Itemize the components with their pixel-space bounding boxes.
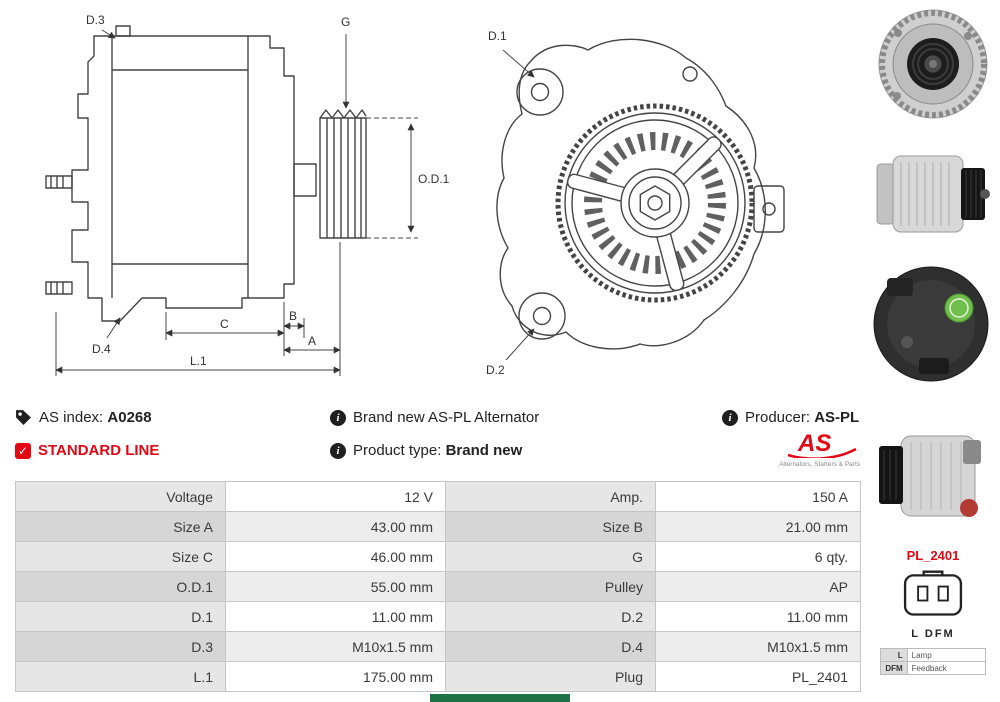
spec-value: 12 V xyxy=(225,481,446,512)
product-type-value: Brand new xyxy=(445,442,523,459)
spec-row-l1: L.1 175.00 mm Plug PL_2401 xyxy=(15,661,861,692)
dim-label-l1: L.1 xyxy=(190,354,207,368)
spec-label: Size A xyxy=(15,511,226,542)
spec-label: L.1 xyxy=(15,661,226,692)
spec-value: 43.00 mm xyxy=(225,511,446,542)
spec-label: D.4 xyxy=(445,631,656,662)
spec-row-od1: O.D.1 55.00 mm Pulley AP xyxy=(15,571,861,602)
plug-code: PL_2401 xyxy=(906,548,960,563)
plug-legend-row: DFM Feedback xyxy=(880,661,986,675)
plug-legend-row: L Lamp xyxy=(880,648,986,662)
spec-label: D.3 xyxy=(15,631,226,662)
spec-row-d3: D.3 M10x1.5 mm D.4 M10x1.5 mm xyxy=(15,631,861,662)
spec-value: M10x1.5 mm xyxy=(655,631,861,662)
product-photo-side[interactable] xyxy=(867,138,999,250)
product-photo-column: PL_2401 L DFM L Lamp DFM Feedback xyxy=(866,0,1000,702)
product-photo-side-alt[interactable] xyxy=(867,412,999,544)
dim-label-b: B xyxy=(289,309,297,323)
producer: i Producer: AS-PL xyxy=(722,409,860,426)
spec-row-d1: D.1 11.00 mm D.2 11.00 mm xyxy=(15,601,861,632)
as-index-label: AS index: xyxy=(39,409,104,426)
spec-value: 11.00 mm xyxy=(655,601,861,632)
spec-row-size-a: Size A 43.00 mm Size B 21.00 mm xyxy=(15,511,861,542)
info-icon: i xyxy=(722,409,738,426)
info-row-2: ✓ STANDARD LINE i Product type: Brand ne… xyxy=(15,430,860,469)
as-index: AS index: A0268 xyxy=(15,409,330,426)
plug-legend-key: DFM xyxy=(880,661,908,675)
spec-table: Voltage 12 V Amp. 150 A Size A 43.00 mm … xyxy=(15,481,861,692)
dim-label-d2: D.2 xyxy=(486,363,505,377)
brand-logo-cell: AS Alternators, Starters & Parts xyxy=(722,430,860,469)
spec-value: 46.00 mm xyxy=(225,541,446,572)
spec-label: Amp. xyxy=(445,481,656,512)
product-line-label: STANDARD LINE xyxy=(38,442,160,459)
spec-label: Pulley xyxy=(445,571,656,602)
product-line: ✓ STANDARD LINE xyxy=(15,442,330,459)
spec-label: Size C xyxy=(15,541,226,572)
spec-row-size-c: Size C 46.00 mm G 6 qty. xyxy=(15,541,861,572)
front-view-technical-drawing: D.1 D.2 xyxy=(458,10,808,394)
plug-legend-desc: Feedback xyxy=(906,661,986,675)
alternator-front-outline xyxy=(496,38,785,350)
dimension-leaders xyxy=(502,49,535,361)
spec-row-voltage: Voltage 12 V Amp. 150 A xyxy=(15,481,861,512)
dim-label-a: A xyxy=(308,334,316,348)
plug-legend-key: L xyxy=(880,648,908,662)
spec-label: Voltage xyxy=(15,481,226,512)
dimension-lines xyxy=(55,29,418,376)
spec-value: 6 qty. xyxy=(655,541,861,572)
producer-value: AS-PL xyxy=(814,409,860,426)
dim-label-d3: D.3 xyxy=(86,13,105,27)
side-view-technical-drawing: D.3 G O.D.1 D.4 C B A L.1 xyxy=(8,6,458,398)
dim-label-g: G xyxy=(341,15,350,29)
bottom-strip xyxy=(430,694,570,702)
asp-logo-mark: AS xyxy=(787,430,857,461)
product-photo-rear[interactable] xyxy=(867,256,999,392)
dim-label-d4: D.4 xyxy=(92,342,111,356)
spec-label: D.2 xyxy=(445,601,656,632)
spec-value: 21.00 mm xyxy=(655,511,861,542)
asp-logo-tagline: Alternators, Starters & Parts xyxy=(779,461,860,469)
dim-label-c: C xyxy=(220,317,229,331)
spec-value: PL_2401 xyxy=(655,661,861,692)
producer-label: Producer: xyxy=(745,409,811,426)
product-info-bar: AS index: A0268 i Brand new AS-PL Altern… xyxy=(15,401,860,469)
spec-label: Plug xyxy=(445,661,656,692)
product-type-label: Product type: xyxy=(353,442,442,459)
asp-logo-text: AS xyxy=(797,432,831,457)
spec-label: D.1 xyxy=(15,601,226,632)
plug-section: PL_2401 L DFM L Lamp DFM Feedback xyxy=(866,548,1000,675)
spec-label: Size B xyxy=(445,511,656,542)
checkbox-icon: ✓ xyxy=(15,442,31,459)
tag-icon xyxy=(15,409,32,426)
spec-label: G xyxy=(445,541,656,572)
asp-logo: AS Alternators, Starters & Parts xyxy=(779,430,860,469)
plug-legend-desc: Lamp xyxy=(906,648,986,662)
product-photo-front[interactable] xyxy=(867,2,999,130)
info-row-1: AS index: A0268 i Brand new AS-PL Altern… xyxy=(15,401,860,434)
spec-value: 175.00 mm xyxy=(225,661,446,692)
product-type: i Product type: Brand new xyxy=(330,442,722,459)
as-index-value: A0268 xyxy=(107,409,152,426)
product-description: i Brand new AS-PL Alternator xyxy=(330,409,722,426)
spec-value: M10x1.5 mm xyxy=(225,631,446,662)
info-icon: i xyxy=(330,442,346,459)
spec-value: 150 A xyxy=(655,481,861,512)
spec-value: AP xyxy=(655,571,861,602)
spec-value: 11.00 mm xyxy=(225,601,446,632)
plug-legend-table: L Lamp DFM Feedback xyxy=(880,648,986,675)
plug-connector-icon xyxy=(903,570,963,616)
info-icon: i xyxy=(330,409,346,426)
dim-label-od1: O.D.1 xyxy=(418,172,450,186)
alternator-side-outline xyxy=(45,25,367,322)
product-description-text: Brand new AS-PL Alternator xyxy=(353,409,540,426)
dim-label-d1: D.1 xyxy=(488,29,507,43)
plug-pin-labels: L DFM xyxy=(911,628,955,640)
spec-value: 55.00 mm xyxy=(225,571,446,602)
spec-label: O.D.1 xyxy=(15,571,226,602)
